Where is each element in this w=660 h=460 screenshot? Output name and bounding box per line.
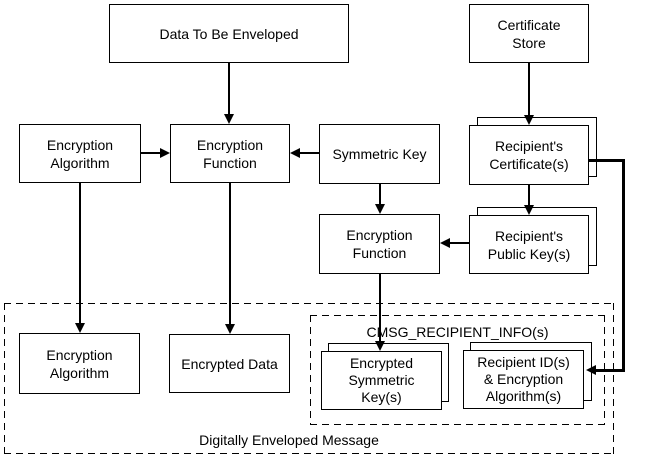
arrow-store-to-certificates-head xyxy=(524,115,534,125)
arrow-certificates-to-recipient-ids-bottom-line xyxy=(596,369,625,372)
arrow-public-keys-to-function2-line xyxy=(450,242,469,244)
node-encryption-function-key: Encryption Function xyxy=(319,214,440,274)
node-encrypted-symmetric-keys: Encrypted Symmetric Key(s) xyxy=(321,351,442,410)
arrow-certificates-to-recipient-ids-head xyxy=(586,365,596,375)
arrow-algorithm-to-function-line xyxy=(141,152,160,154)
arrow-algorithm-to-output-head xyxy=(75,323,85,333)
arrow-function2-to-encrypted-keys-line xyxy=(379,274,381,342)
node-recipients-public-keys: Recipient's Public Key(s) xyxy=(469,215,589,274)
node-encryption-algorithm-source: Encryption Algorithm xyxy=(19,124,141,183)
arrow-public-keys-to-function2-head xyxy=(440,238,450,248)
arrow-certificates-to-recipient-ids-vertical-line xyxy=(622,159,625,372)
arrow-function-to-encrypted-data-line xyxy=(229,183,231,325)
node-symmetric-key: Symmetric Key xyxy=(319,124,440,184)
arrow-function-to-encrypted-data-head xyxy=(225,324,235,334)
arrow-certificates-to-recipient-ids-top-line xyxy=(589,159,625,162)
arrow-certificates-to-public-keys-line xyxy=(528,185,530,206)
arrow-data-to-encryption-function-line xyxy=(228,63,230,115)
arrow-symmetric-key-to-function-line xyxy=(300,152,319,154)
arrow-store-to-certificates-line xyxy=(528,63,530,116)
cmsg-recipient-info-label: CMSG_RECIPIENT_INFO(s) xyxy=(366,324,549,340)
node-recipient-ids: Recipient ID(s) & Encryption Algorithm(s… xyxy=(463,350,584,409)
node-data-to-be-enveloped: Data To Be Enveloped xyxy=(109,4,349,63)
node-encryption-algorithm-output: Encryption Algorithm xyxy=(19,333,140,394)
node-certificate-store: Certificate Store xyxy=(469,4,589,63)
arrow-algorithm-to-function-head xyxy=(160,148,170,158)
arrow-function2-to-encrypted-keys-head xyxy=(375,341,385,351)
node-encrypted-data: Encrypted Data xyxy=(169,334,290,393)
arrow-symmetric-key-to-function2-line xyxy=(379,184,381,205)
arrow-symmetric-key-to-function2-head xyxy=(375,204,385,214)
arrow-certificates-to-public-keys-head xyxy=(524,205,534,215)
node-encryption-function-data: Encryption Function xyxy=(170,124,290,183)
digitally-enveloped-message-label: Digitally Enveloped Message xyxy=(199,432,379,448)
arrow-data-to-encryption-function-head xyxy=(224,114,234,124)
node-recipients-certificates: Recipient's Certificate(s) xyxy=(469,125,589,185)
arrow-algorithm-to-output-line xyxy=(79,183,81,324)
arrow-symmetric-key-to-function-head xyxy=(290,148,300,158)
